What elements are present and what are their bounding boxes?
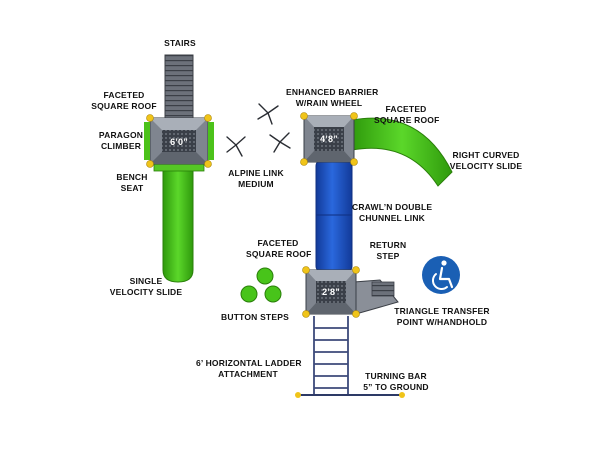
button-steps — [240, 267, 282, 303]
turning-bar — [295, 392, 405, 398]
deck-top-right — [300, 112, 358, 166]
label-stairs: STAIRS — [164, 38, 196, 48]
alpine-link-medium — [226, 103, 291, 157]
deck-bottom-right — [302, 266, 360, 318]
horizontal-ladder — [313, 316, 349, 395]
stairs — [164, 54, 194, 120]
crawl-double-chunnel-link — [315, 159, 353, 273]
triangle-transfer-point — [353, 279, 399, 315]
wheelchair-accessibility-icon — [422, 256, 460, 294]
deck-height-top-right: 4’8” — [320, 134, 338, 144]
deck-height-left: 6’0” — [170, 137, 188, 147]
deck-left — [144, 114, 214, 168]
deck-height-bottom-right: 2’8” — [322, 287, 340, 297]
label-button-steps: BUTTON STEPS — [221, 312, 289, 322]
right-curved-velocity-slide — [351, 117, 453, 187]
single-velocity-slide — [162, 169, 194, 283]
